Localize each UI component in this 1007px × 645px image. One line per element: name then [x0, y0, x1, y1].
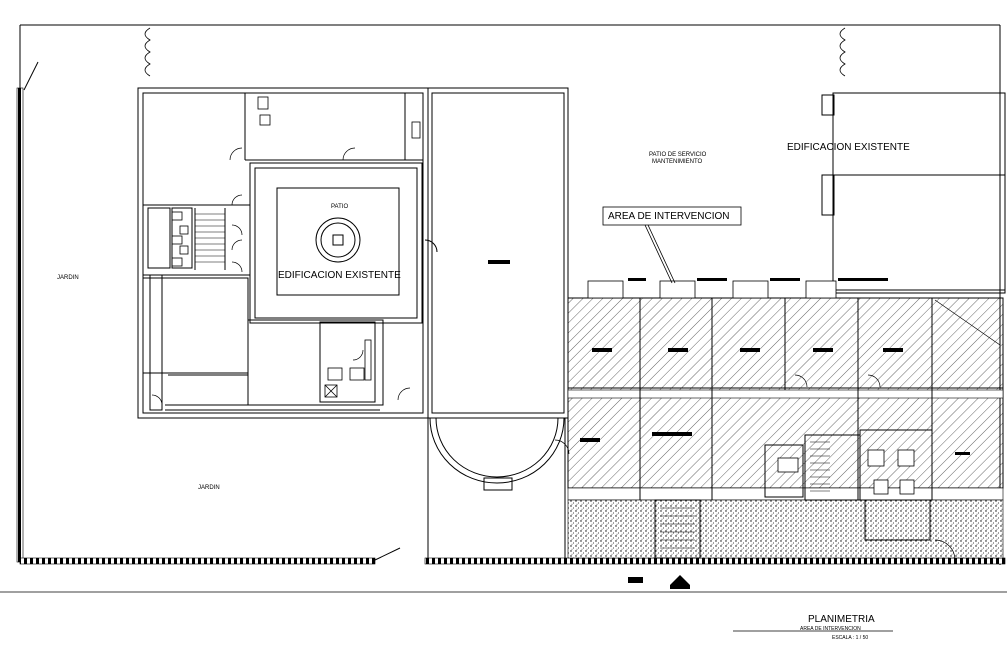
label-area-intervencion: AREA DE INTERVENCION [608, 211, 730, 222]
subtitle-area: AREA DE INTERVENCION [800, 626, 861, 632]
label-edificacion-center: EDIFICACION EXISTENTE [278, 270, 401, 281]
intervention-callout [602, 206, 742, 284]
intervention-area [554, 297, 1004, 561]
room-tags [488, 260, 970, 589]
label-edificacion-right: EDIFICACION EXISTENTE [787, 142, 910, 153]
gate-line [374, 547, 401, 561]
left-stairs [195, 213, 225, 263]
perimeter-walls [16, 61, 1006, 565]
bathroom-fixtures [171, 96, 421, 398]
left-building [137, 87, 429, 419]
label-mantenimiento: MANTENIMIENTO [652, 159, 703, 165]
scale-label: ESCALA : 1 / 50 [832, 635, 868, 641]
title-planimetria: PLANIMETRIA [808, 614, 875, 625]
label-jardin-left: JARDIN [57, 275, 79, 281]
top-curtains [144, 27, 846, 77]
label-patio: PATIO [331, 204, 348, 210]
middle-building [424, 87, 569, 560]
label-jardin-bottom: JARDIN [198, 485, 220, 491]
door-swings [151, 147, 411, 406]
central-patio [276, 187, 400, 296]
right-building [821, 92, 1006, 294]
label-patio-servicio: PATIO DE SERVICIO [649, 152, 707, 158]
tag-boxes [587, 280, 837, 299]
